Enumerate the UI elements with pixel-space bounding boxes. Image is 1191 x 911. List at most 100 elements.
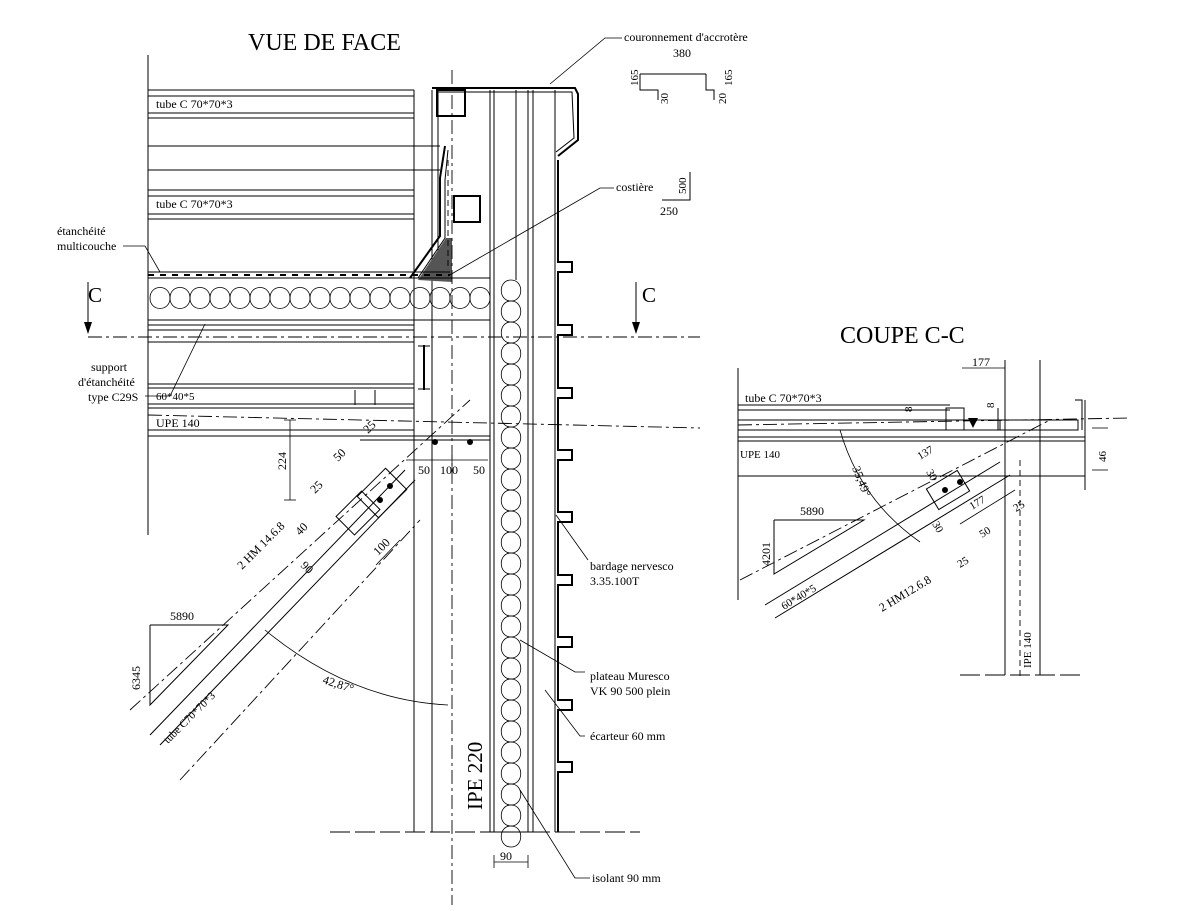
front-view: VUE DE FACE tube C 70*70*3 tube C 70*70*… bbox=[57, 30, 748, 905]
section-ipe-label: IPE 140 bbox=[1022, 632, 1034, 668]
insulation-loop bbox=[500, 426, 522, 449]
insulation-loop bbox=[500, 594, 522, 617]
front-dimension-lines bbox=[284, 419, 529, 868]
dim-50b: 50 bbox=[418, 463, 430, 477]
insulation-loop bbox=[500, 741, 522, 764]
insulation-loop bbox=[500, 300, 522, 323]
insulation-loop bbox=[349, 287, 371, 309]
insulation-loop bbox=[369, 287, 391, 309]
coping-crown bbox=[432, 87, 579, 157]
dim-25b: 25 bbox=[307, 478, 325, 496]
dim-costiere-h: 500 bbox=[677, 177, 689, 194]
front-slope-w: 5890 bbox=[170, 609, 194, 623]
section-dim-177a: 177 bbox=[972, 355, 990, 369]
insulation-loop bbox=[429, 287, 451, 309]
insulation-loop bbox=[149, 287, 171, 309]
section-dim-50: 50 bbox=[977, 524, 993, 540]
angle-profile-label: 60*40*5 bbox=[156, 391, 195, 403]
section-slope-w: 5890 bbox=[800, 504, 824, 518]
dim-coping-left: 165 bbox=[629, 69, 641, 86]
dim-50a: 50 bbox=[330, 446, 348, 464]
insulation-loop bbox=[500, 447, 522, 470]
ipe-label: IPE 220 bbox=[463, 742, 487, 810]
section-tube-label: tube C 70*70*3 bbox=[745, 391, 822, 405]
section-dim-8b: 8 bbox=[985, 402, 997, 408]
i-beam-small bbox=[418, 345, 430, 390]
insulation-loop bbox=[500, 342, 522, 365]
section-mark-left: C bbox=[88, 283, 102, 307]
vertical-insulation bbox=[500, 279, 522, 848]
section-dim-8a: 8 bbox=[903, 406, 915, 412]
section-view: COUPE C-C tube C 70*70*3 UPE 140 bbox=[737, 323, 1131, 680]
insulation-loop bbox=[329, 287, 351, 309]
insulation-loop bbox=[309, 287, 331, 309]
section-dim-25a: 25 bbox=[1011, 498, 1027, 514]
insulation-loop bbox=[500, 321, 522, 344]
support-line1: support bbox=[91, 360, 128, 374]
dim-40: 40 bbox=[292, 520, 310, 538]
brace-label: tube C70*70*3 bbox=[162, 690, 219, 747]
front-view-title: VUE DE FACE bbox=[248, 30, 401, 56]
insulation-loop bbox=[500, 762, 522, 785]
section-dim-25b: 25 bbox=[955, 554, 971, 570]
cladding-line2: 3.35.100T bbox=[590, 574, 640, 588]
section-angle: 35,49° bbox=[849, 464, 874, 499]
dim-coping-right: 165 bbox=[723, 69, 735, 86]
upe-label: UPE 140 bbox=[156, 416, 200, 430]
insulation-loop bbox=[500, 510, 522, 533]
dim-100a: 100 bbox=[440, 463, 458, 477]
insulation-loop bbox=[269, 287, 291, 309]
section-dim-46: 46 bbox=[1097, 451, 1109, 463]
waterproofing-line2: multicouche bbox=[57, 239, 116, 253]
section-slope-h: 4201 bbox=[759, 542, 773, 566]
insulation-loop bbox=[289, 287, 311, 309]
section-dim-137: 137 bbox=[915, 444, 936, 463]
mid-tube: tube C 70*70*3 bbox=[148, 189, 414, 220]
insulation-loop bbox=[500, 552, 522, 575]
insulation-loop bbox=[500, 384, 522, 407]
insulation-loop bbox=[500, 615, 522, 638]
insulation-loop bbox=[409, 287, 431, 309]
tray-line2: VK 90 500 plein bbox=[590, 684, 670, 698]
insulation-loop bbox=[500, 825, 522, 848]
front-slope-h: 6345 bbox=[129, 666, 143, 690]
spacer-label: écarteur 60 mm bbox=[590, 729, 666, 743]
insulation-loop bbox=[249, 287, 271, 309]
front-angle: 42,87° bbox=[321, 673, 356, 696]
dim-224: 224 bbox=[275, 452, 289, 470]
tray-line1: plateau Muresco bbox=[590, 669, 670, 683]
brace-tube bbox=[129, 399, 473, 781]
section-mark-right: C bbox=[642, 283, 656, 307]
dim-costiere-w: 250 bbox=[660, 204, 678, 218]
insulation-loop bbox=[500, 783, 522, 806]
section-angle-profile-label: 60*40*5 bbox=[779, 582, 819, 612]
dim-50c: 50 bbox=[473, 463, 485, 477]
insulation-loop bbox=[500, 699, 522, 722]
insulation-loop bbox=[500, 720, 522, 743]
waterproofing-line1: étanchéité bbox=[57, 224, 106, 238]
dim-100b: 100 bbox=[370, 535, 393, 558]
insulation-loop bbox=[229, 287, 251, 309]
insulation-loop bbox=[500, 489, 522, 512]
square-tube-mid bbox=[453, 195, 481, 223]
dim-coping-top: 380 bbox=[673, 46, 691, 60]
costiere-plate bbox=[409, 145, 452, 282]
front-leaders: couronnement d'accrotère costière étanch… bbox=[57, 30, 748, 885]
section-view-title: COUPE C-C bbox=[840, 323, 965, 349]
mid-tube-label: tube C 70*70*3 bbox=[156, 197, 233, 211]
insulation-loop bbox=[389, 287, 411, 309]
insulation-loop bbox=[500, 468, 522, 491]
insulation-loop bbox=[500, 804, 522, 827]
section-dim-30a: 30 bbox=[923, 468, 939, 484]
insulation-loop bbox=[189, 287, 211, 309]
roof-build-up bbox=[148, 271, 491, 343]
support-line3: type C29S bbox=[88, 390, 138, 404]
insulation-loop bbox=[500, 531, 522, 554]
insulation-loop bbox=[500, 678, 522, 701]
insulation-loop bbox=[469, 287, 491, 309]
section-bolts-label: 2 HM12.6.8 bbox=[876, 573, 933, 615]
wall-layers bbox=[489, 90, 556, 833]
coping-label: couronnement d'accrotère bbox=[624, 30, 748, 44]
cladding-line1: bardage nervesco bbox=[590, 559, 674, 573]
